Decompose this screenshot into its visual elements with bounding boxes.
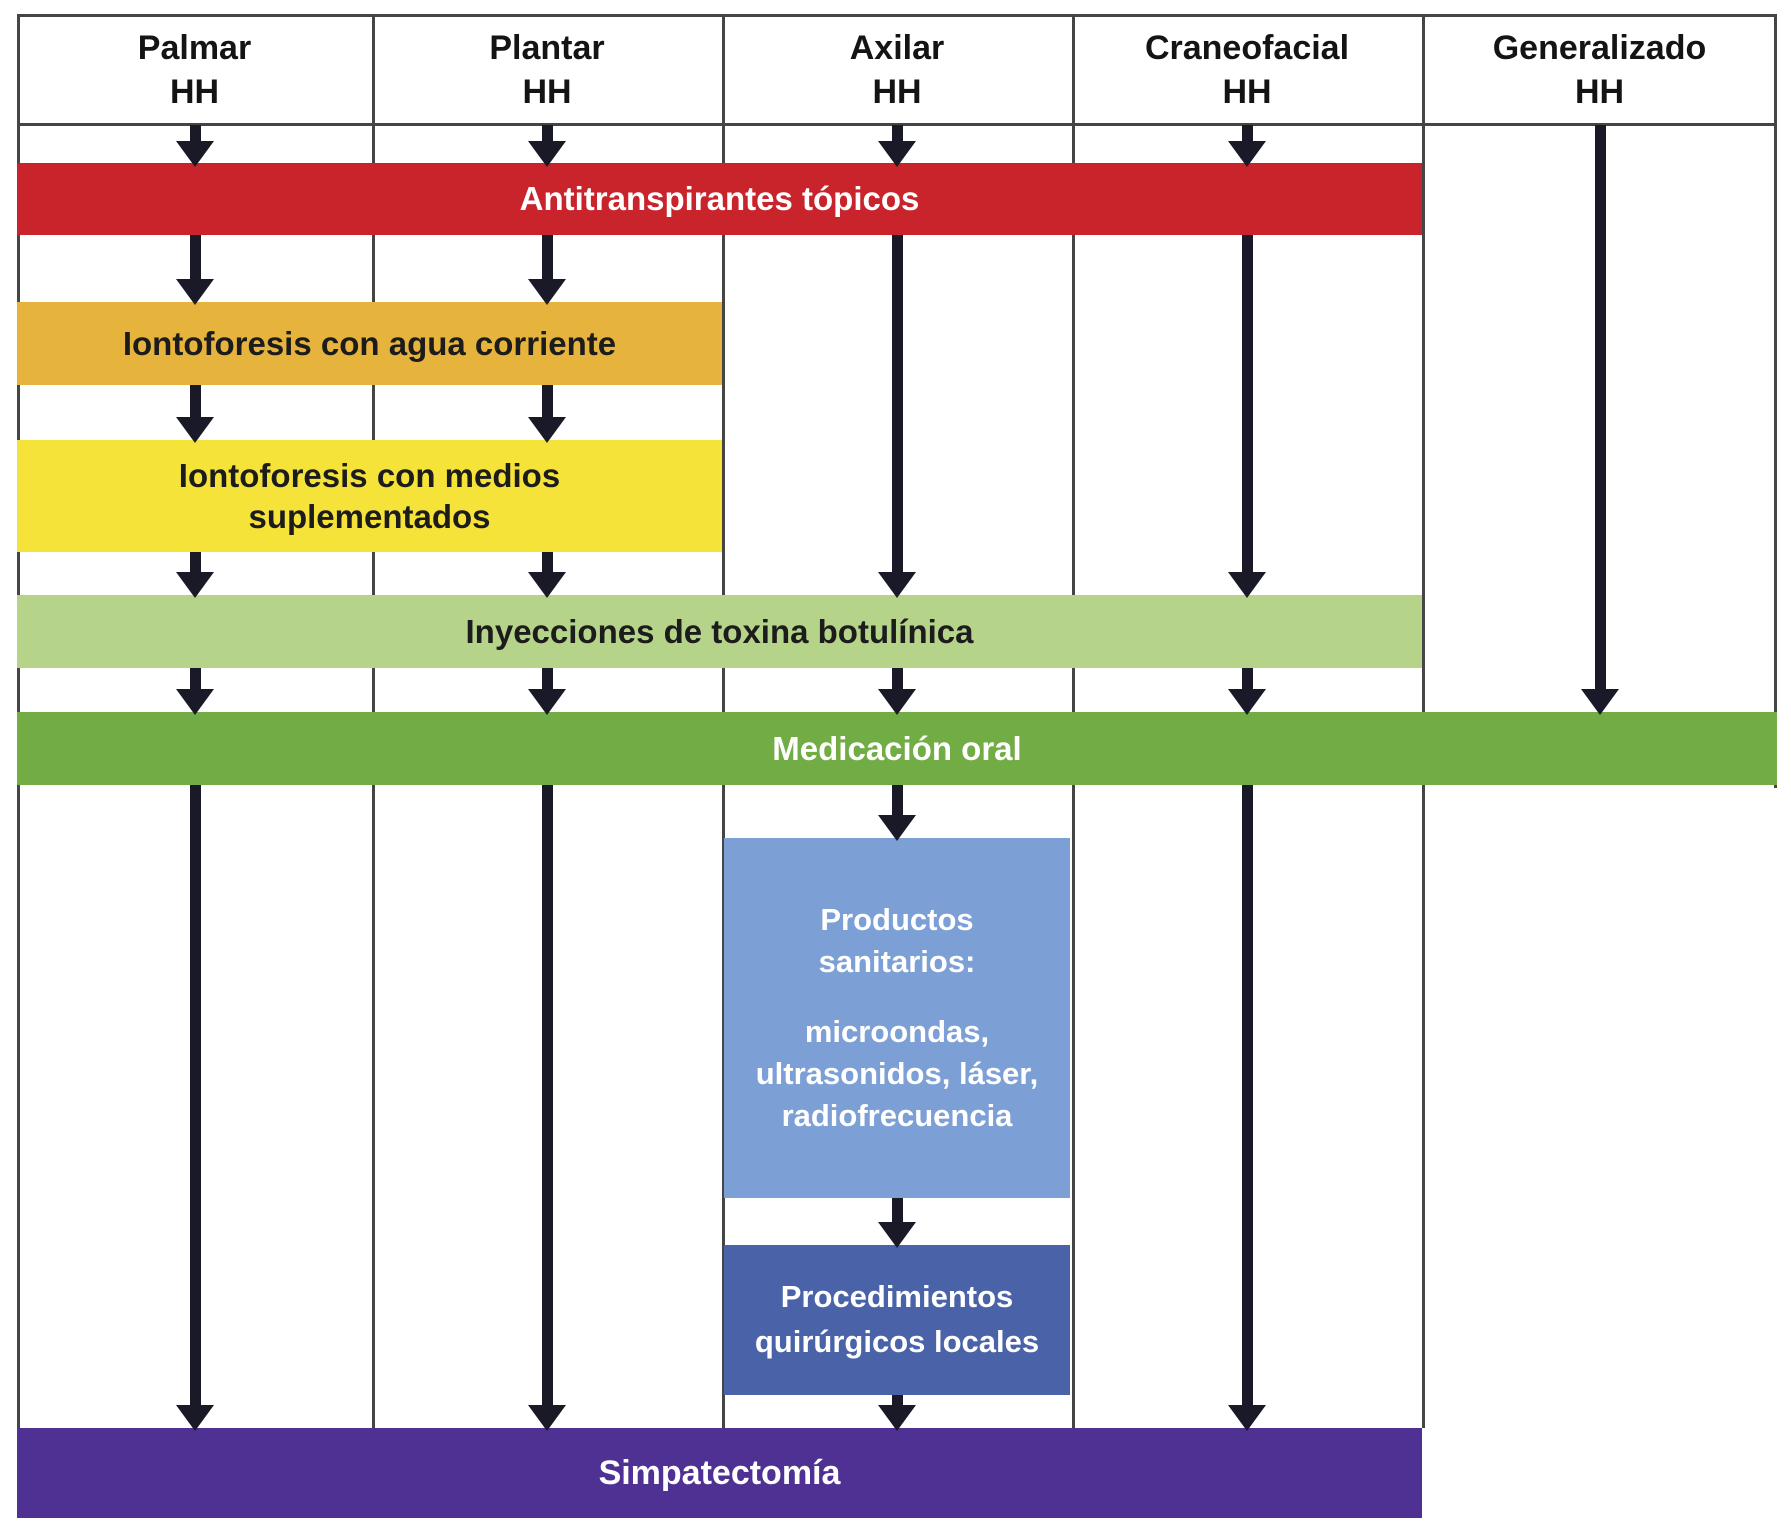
box-body: microondas, ultrasonidos, láser, radiofr… [755,1014,1039,1133]
column-subtitle: HH [1222,73,1272,111]
band-sympathectomy: Simpatectomía [17,1428,1422,1518]
flow-arrow-down [176,385,214,443]
flow-arrow-down [528,668,566,715]
flow-arrow-down [528,385,566,443]
flow-arrow-down [528,125,566,167]
band-iontophoresis-tap-water: Iontoforesis con agua corriente [17,302,722,385]
flow-arrow-down [878,785,916,841]
flow-arrow-down [1581,125,1619,715]
flow-arrow-down [878,1395,916,1431]
column-title: Plantar [489,28,605,67]
band-botulinum-toxin-injections: Inyecciones de toxina botulínica [17,595,1422,668]
column-title: Craneofacial [1144,28,1350,67]
column-header-generalizado: Generalizado HH [1422,17,1777,123]
column-subtitle: HH [872,73,922,111]
flow-arrow-down [878,1198,916,1248]
box-heading: Productos sanitarios: [818,902,976,980]
column-subtitle: HH [1574,73,1625,111]
column-subtitle: HH [169,73,220,111]
column-header-plantar: Plantar HH [372,17,722,123]
column-title: Axilar [849,28,945,67]
flow-arrow-down [1228,668,1266,715]
column-title: Palmar [137,28,252,67]
column-header-palmar: Palmar HH [17,17,372,123]
band-label: Iontoforesis con agua corriente [122,324,617,362]
box-medical-devices: Productos sanitarios: microondas, ultras… [724,838,1070,1198]
flow-arrow-down [176,785,214,1431]
flow-arrow-down [1228,125,1266,167]
flow-arrow-down [176,235,214,305]
flow-arrow-down [878,668,916,715]
border-right [1774,14,1777,788]
column-header-craneofacial: Craneofacial HH [1072,17,1422,123]
flow-arrow-down [176,668,214,715]
flow-arrow-down [176,552,214,598]
band-oral-medication: Medicación oral [17,712,1777,785]
column-subtitle: HH [522,73,572,111]
flow-arrow-down [176,125,214,167]
flow-arrow-down [528,785,566,1431]
band-label: Simpatectomía [598,1453,841,1492]
column-header-axilar: Axilar HH [722,17,1072,123]
band-label: Medicación oral [772,729,1022,767]
flow-arrow-down [1228,235,1266,598]
flow-arrow-down [1228,785,1266,1431]
band-label: Antitranspirantes tópicos [519,180,920,218]
box-local-surgical-procedures: Procedimientos quirúrgicos locales [724,1245,1070,1395]
band-iontophoresis-supplemented: Iontoforesis con medios suplementados [17,440,722,552]
flow-arrow-down [528,552,566,598]
border-top [17,14,1777,17]
flow-arrow-down [878,235,916,598]
column-title: Generalizado [1492,28,1707,67]
flow-arrow-down [878,125,916,167]
band-topical-antiperspirants: Antitranspirantes tópicos [17,163,1422,235]
band-label: Iontoforesis con medios suplementados [178,456,561,535]
header-underline [17,123,1777,126]
band-label: Procedimientos quirúrgicos locales [754,1279,1040,1359]
flow-arrow-down [528,235,566,305]
band-label: Inyecciones de toxina botulínica [465,612,974,650]
